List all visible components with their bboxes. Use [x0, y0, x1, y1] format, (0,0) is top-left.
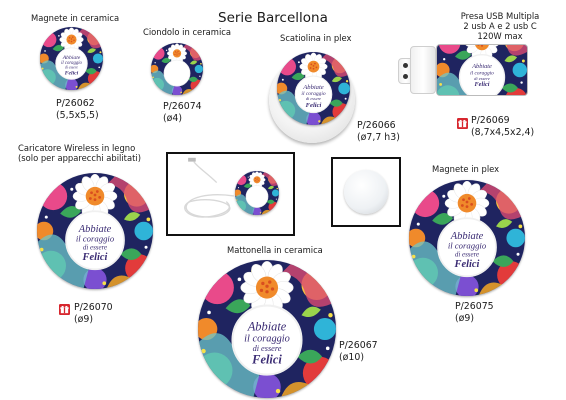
- usb-plug-face: Abbiate il coraggio di essere Felici: [436, 44, 528, 96]
- usb-plug-body: [410, 46, 436, 94]
- gift-icon: [59, 304, 70, 315]
- size: (5,5x5,5): [56, 110, 99, 122]
- code: P/26074: [163, 101, 202, 112]
- code: P/26070: [74, 302, 113, 313]
- design-line4: Felici: [474, 81, 489, 88]
- name-line3: 120W max: [477, 30, 523, 41]
- design-line2: il coraggio: [61, 61, 82, 66]
- name-line1: Caricatore Wireless in legno: [18, 143, 136, 153]
- design-line1: Abbiate: [62, 55, 81, 61]
- gift-icon: [457, 118, 468, 129]
- design-line3: di essere: [83, 244, 107, 252]
- magnete-plex-image: Abbiate il coraggio di essere Felici: [409, 180, 525, 296]
- design-line2: il coraggio: [301, 91, 325, 97]
- design-line1: Abbiate: [78, 224, 112, 235]
- code: P/26069: [471, 115, 510, 126]
- magnete-ceramica-image: Abbiate il coraggio di essere Felici: [40, 27, 103, 90]
- design-line4: Felici: [82, 252, 108, 263]
- name-line2: (solo per apparecchi abilitati): [18, 152, 141, 163]
- wireless-charger-image: [235, 171, 279, 215]
- product-name-caricatore: Caricatore Wireless in legno (solo per a…: [18, 143, 141, 164]
- usb-plug-pin: [403, 63, 408, 68]
- design-line2: il coraggio: [448, 240, 487, 250]
- design-line1: Abbiate: [302, 84, 323, 91]
- product-name-mattonella: Mattonella in ceramica: [227, 245, 323, 255]
- design-line4: Felici: [65, 70, 79, 76]
- product-name-presa-usb: Presa USB Multipla 2 usb A e 2 usb C 120…: [440, 11, 560, 42]
- product-name-magnete-ceramica: Magnete in ceramica: [31, 13, 120, 23]
- product-code-scatolina: P/26066 (ø7,7 h3): [357, 120, 400, 144]
- size: (ø4): [163, 113, 183, 125]
- code: P/26062: [56, 98, 95, 109]
- plex-magnet-back: [344, 170, 388, 214]
- design-line3: di essere: [253, 344, 282, 353]
- wireless-charger-photo: [166, 152, 295, 236]
- product-code-magnete-ceramica: P/26062 (5,5x5,5): [56, 98, 99, 122]
- caricatore-image: Abbiate il coraggio di essere Felici: [37, 173, 153, 289]
- size: (8,7x4,5x2,4): [471, 127, 535, 139]
- product-name-magnete-plex: Magnete in plex: [432, 164, 500, 174]
- design-line3: di essere: [65, 66, 78, 70]
- size: (ø9): [74, 314, 94, 326]
- design-line1: Abbiate: [450, 231, 484, 242]
- ciondolo-image: [151, 43, 203, 95]
- design-line1: Abbiate: [471, 63, 492, 70]
- mattonella-image: Abbiate il coraggio di essere Felici: [198, 260, 336, 398]
- design-line2: il coraggio: [470, 71, 494, 77]
- scatolina-image: Abbiate il coraggio di essere Felici: [277, 52, 350, 125]
- code: P/26066: [357, 120, 396, 131]
- size: (ø9): [455, 313, 475, 325]
- design-line4: Felici: [251, 353, 282, 367]
- product-code-ciondolo: P/26074 (ø4): [163, 101, 202, 125]
- page-title: Serie Barcellona: [218, 10, 328, 26]
- design-line3: di essere: [474, 76, 490, 81]
- code: P/26067: [339, 340, 378, 351]
- magnete-plex-back-photo: [331, 157, 401, 227]
- code: P/26075: [455, 301, 494, 312]
- size: (ø10): [339, 352, 364, 364]
- product-name-ciondolo: Ciondolo in ceramica: [143, 27, 232, 37]
- product-code-mattonella: P/26067 (ø10): [339, 340, 378, 364]
- design-line3: di essere: [455, 251, 479, 259]
- name-line1: Presa USB Multipla: [460, 11, 540, 21]
- design-line2: il coraggio: [244, 333, 290, 344]
- design-line2: il coraggio: [76, 233, 115, 243]
- design-line4: Felici: [306, 102, 322, 109]
- design-line4: Felici: [454, 259, 480, 270]
- usb-plug-pin: [403, 74, 408, 79]
- design-line1: Abbiate: [247, 319, 287, 333]
- product-name-scatolina: Scatiolina in plex: [280, 33, 352, 43]
- design-line3: di essere: [306, 96, 321, 101]
- name-line2: 2 usb A e 2 usb C: [463, 20, 537, 31]
- size: (ø7,7 h3): [357, 132, 400, 144]
- product-code-magnete-plex: P/26075 (ø9): [455, 301, 494, 325]
- product-code-presa-usb: P/26069 (8,7x4,5x2,4): [471, 115, 534, 139]
- product-code-caricatore: P/26070 (ø9): [74, 302, 113, 326]
